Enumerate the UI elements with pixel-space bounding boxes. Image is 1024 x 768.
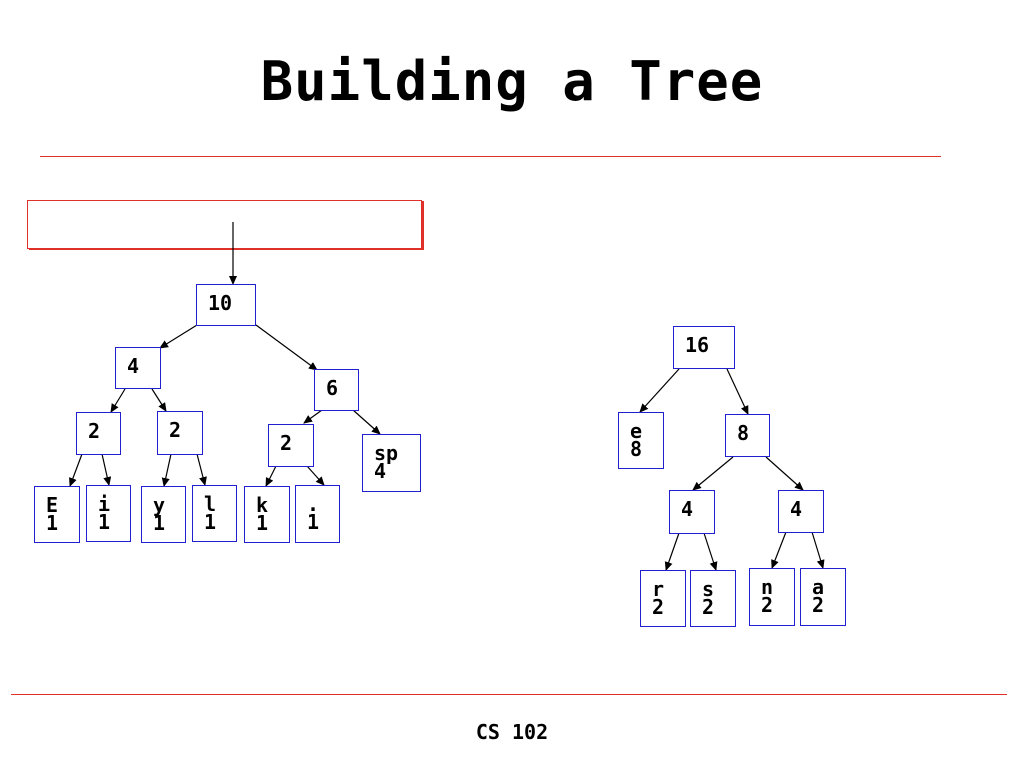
edge-16-e: [639, 368, 680, 413]
leaf-char: s: [702, 577, 715, 601]
leaf-i: i 1: [86, 485, 131, 542]
leaf-count: 1: [307, 510, 320, 534]
node-4a: 4: [669, 490, 715, 534]
node-weight: 16: [685, 333, 710, 357]
slide-footer: CS 102: [475, 720, 549, 744]
node-4b: 4: [778, 490, 824, 533]
node-weight: 8: [737, 421, 750, 445]
leaf-count: 1: [46, 511, 59, 535]
leaf-char: sp: [374, 441, 399, 465]
edge-6-2c: [303, 409, 323, 424]
leaf-sp: sp 4: [362, 434, 421, 492]
edge-4-2a: [110, 388, 126, 413]
leaf-char: i: [98, 492, 111, 516]
node-weight: 2: [280, 431, 293, 455]
leaf-count: 4: [374, 459, 387, 483]
leaf-s: s 2: [690, 570, 736, 627]
node-2b: 2: [157, 411, 203, 455]
node-6: 6: [314, 369, 359, 411]
edge-6-sp: [352, 409, 381, 435]
leaf-char: E: [46, 493, 59, 517]
edge-2b-y: [161, 453, 172, 487]
leaf-a: a 2: [800, 568, 846, 626]
node-weight: 4: [681, 497, 694, 521]
leaf-char: a: [812, 575, 825, 599]
leaf-char: .: [307, 492, 320, 516]
leaf-char: y: [153, 493, 166, 517]
edge-8-4b: [765, 456, 804, 491]
node-weight: 2: [169, 418, 182, 442]
edge-8-4a: [692, 456, 734, 491]
leaf-e: e 8: [618, 412, 664, 469]
node-4: 4: [115, 347, 161, 389]
node-root-16: 16: [673, 326, 735, 369]
edge-10-4: [159, 324, 198, 349]
edge-2c-k: [265, 465, 277, 487]
slide-title: Building a Tree: [260, 50, 764, 113]
leaf-char: k: [256, 493, 269, 517]
leaf-count: 8: [630, 437, 643, 461]
edge-2a-i: [101, 453, 112, 486]
bottom-divider: [11, 694, 1007, 695]
edge-2a-E: [69, 453, 83, 487]
edge-2b-l: [196, 453, 207, 486]
leaf-count: 1: [204, 510, 217, 534]
leaf-count: 2: [652, 595, 665, 619]
edge-4-2b: [151, 388, 167, 412]
edge-4a-r: [664, 532, 680, 571]
leaf-char: n: [761, 575, 774, 599]
edge-4a-s: [703, 532, 718, 571]
leaf-dot: . 1: [295, 485, 340, 543]
leaf-count: 1: [153, 511, 166, 535]
leaf-y: y 1: [141, 486, 186, 543]
node-weight: 4: [790, 497, 803, 521]
edge-4b-a: [811, 531, 825, 569]
node-weight: 4: [127, 354, 140, 378]
node-root-10: 10: [196, 284, 256, 326]
leaf-r: r 2: [640, 570, 686, 627]
edge-4b-n: [771, 531, 787, 569]
leaf-count: 2: [702, 595, 715, 619]
leaf-char: l: [204, 492, 217, 516]
edge-10-6: [255, 324, 318, 371]
leaf-count: 2: [812, 593, 825, 617]
node-weight: 2: [88, 419, 101, 443]
node-weight: 6: [326, 376, 339, 400]
leaf-char: e: [630, 419, 643, 443]
node-8: 8: [725, 414, 770, 457]
leaf-k: k 1: [244, 486, 290, 543]
leaf-count: 1: [256, 511, 269, 535]
leaf-n: n 2: [749, 568, 795, 626]
leaf-count: 2: [761, 593, 774, 617]
edge-2c-dot: [306, 465, 325, 486]
top-divider: [40, 156, 941, 157]
priority-queue-box: [27, 200, 422, 249]
node-2c: 2: [268, 424, 314, 467]
leaf-l: l 1: [192, 485, 237, 542]
node-2a: 2: [76, 412, 121, 455]
leaf-count: 1: [98, 510, 111, 534]
edge-16-8: [726, 368, 749, 415]
leaf-char: r: [652, 577, 665, 601]
node-weight: 10: [208, 291, 233, 315]
leaf-E: E 1: [34, 486, 80, 543]
